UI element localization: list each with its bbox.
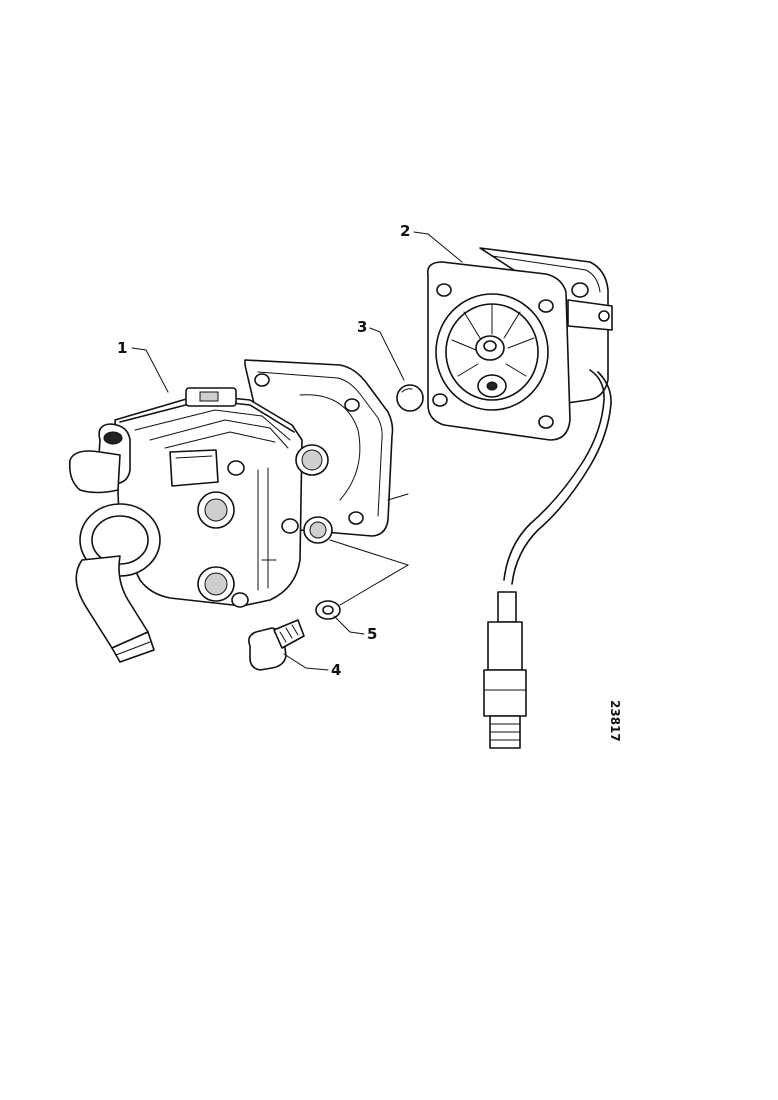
power-steering-pump-body-icon bbox=[68, 359, 394, 663]
callout-5: 5 bbox=[367, 625, 378, 643]
bolt-icon bbox=[248, 619, 305, 671]
assembly-line bbox=[387, 493, 409, 501]
callout-4: 4 bbox=[331, 661, 342, 679]
pump-cover-with-sensor-icon bbox=[426, 247, 613, 749]
callout-3: 3 bbox=[357, 318, 368, 336]
callout-2: 2 bbox=[400, 222, 411, 240]
leader-line-2 bbox=[413, 231, 463, 263]
leader-line-5 bbox=[333, 615, 365, 635]
leader-line-3 bbox=[369, 327, 405, 381]
ball-icon bbox=[396, 384, 424, 412]
leader-line-1 bbox=[131, 347, 169, 393]
assembly-line bbox=[329, 539, 410, 606]
washer-icon bbox=[315, 600, 341, 620]
leader-line-4 bbox=[283, 653, 329, 671]
drawing-reference-number: 23817 bbox=[608, 700, 622, 742]
callout-1: 1 bbox=[117, 339, 128, 357]
